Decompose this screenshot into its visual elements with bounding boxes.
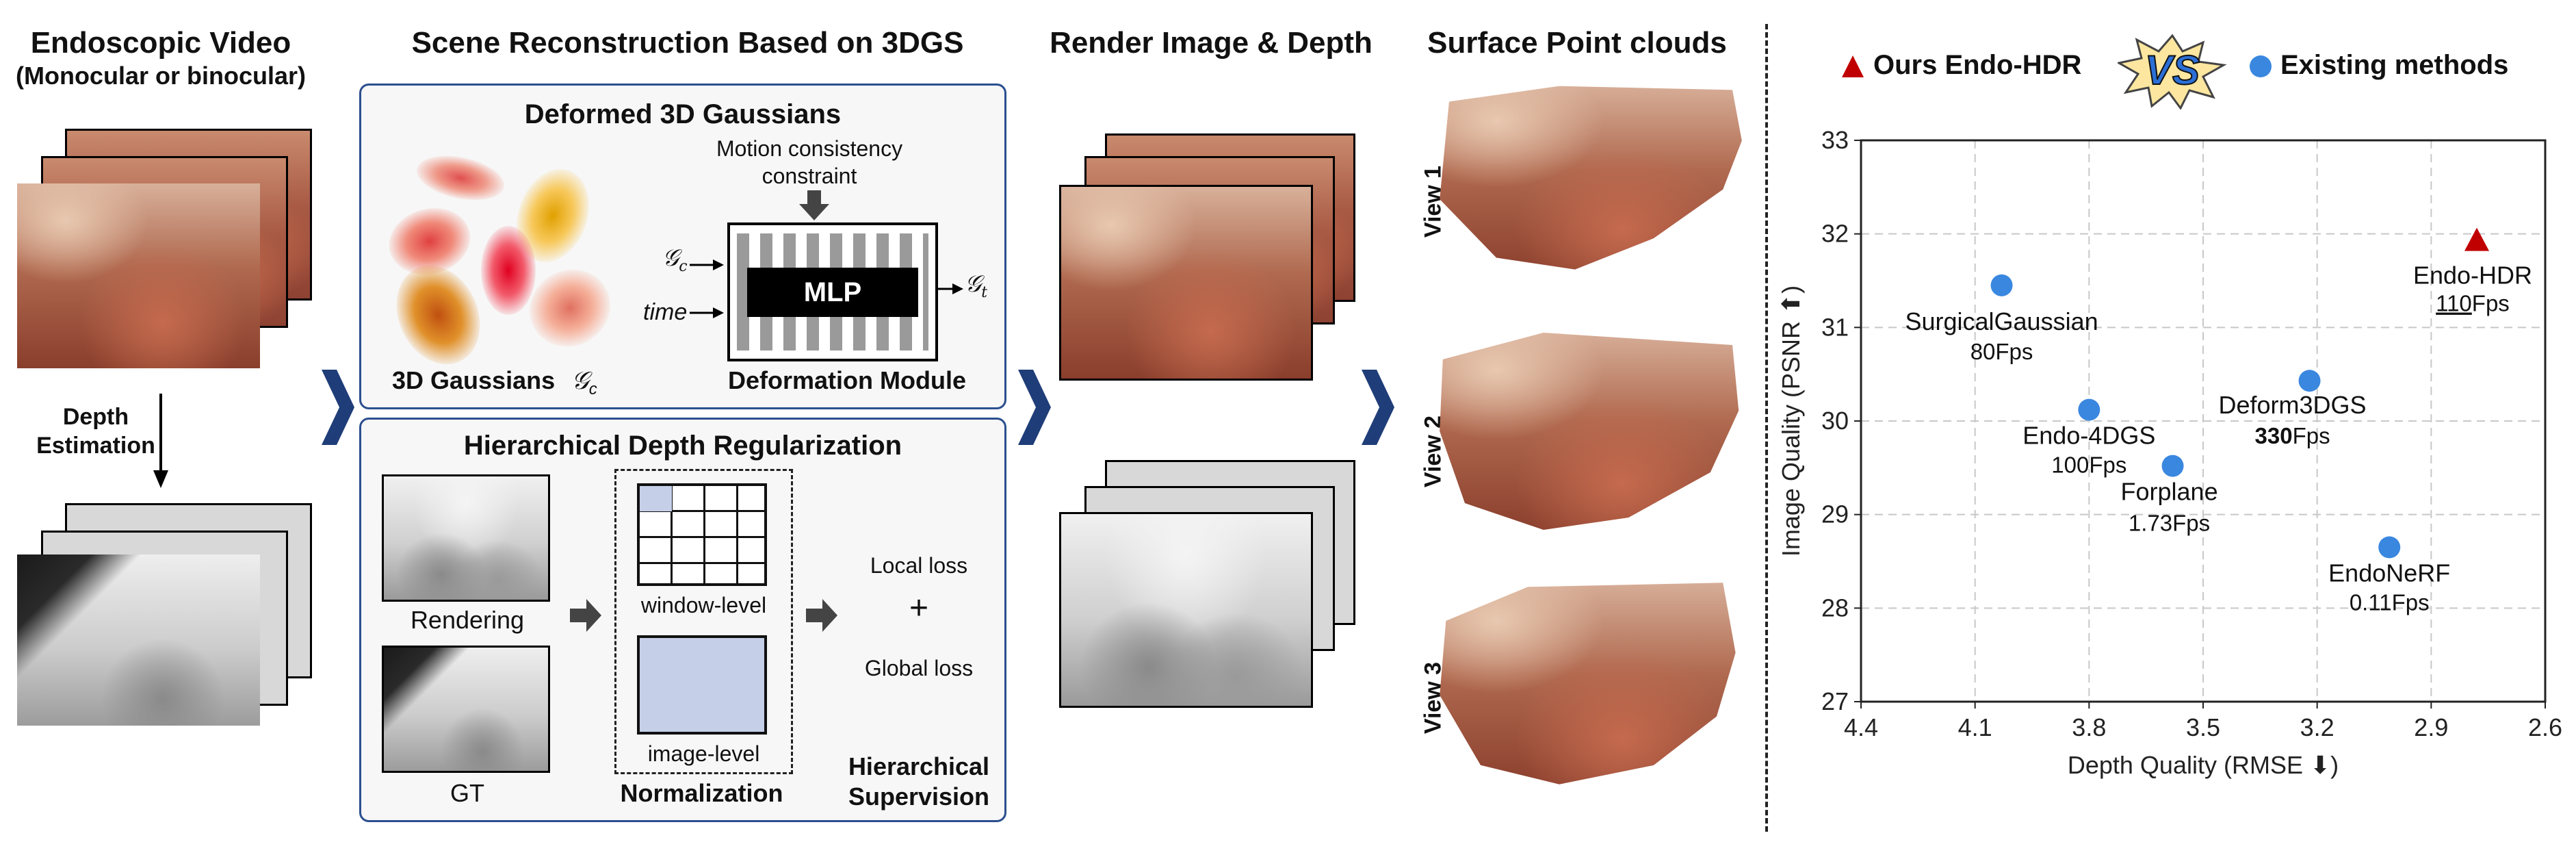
input-title: Endoscopic Video bbox=[30, 26, 291, 60]
flow-arrow-icon bbox=[1362, 370, 1394, 445]
mlp-module: MLP bbox=[727, 222, 938, 361]
normalization-label: Normalization bbox=[620, 779, 783, 807]
rendering-label: Rendering bbox=[410, 606, 525, 634]
point-fps-label: 80Fps bbox=[1970, 339, 2033, 364]
global-loss-label: Global loss bbox=[864, 656, 974, 680]
point-cloud-view-1 bbox=[1440, 86, 1742, 270]
y-tick-label: 32 bbox=[1821, 220, 1849, 248]
point-cloud-view-3 bbox=[1440, 583, 1736, 784]
constraint-arrow-icon bbox=[799, 190, 829, 220]
gaussians-caption: 3D Gaussians 𝒢c bbox=[392, 366, 597, 399]
to-supervision-arrow-icon bbox=[806, 599, 837, 632]
local-loss-label: Local loss bbox=[870, 553, 968, 578]
to-normalization-arrow-icon bbox=[570, 599, 601, 632]
depth-estimation-label: Depth Estimation bbox=[36, 404, 155, 459]
plus-sign: + bbox=[909, 590, 929, 626]
vs-text: VS bbox=[2144, 47, 2200, 94]
point-name-label: SurgicalGaussian bbox=[1905, 307, 2098, 335]
deformation-caption: Deformation Module bbox=[728, 366, 966, 394]
render-title: Render Image & Depth bbox=[1050, 26, 1372, 60]
flow-arrow-icon bbox=[1018, 370, 1051, 445]
y-axis-label: Image Quality (PSNR ⬆) bbox=[1777, 285, 1805, 557]
ours-point-marker bbox=[2464, 227, 2489, 251]
gt-label: GT bbox=[450, 779, 484, 807]
deform-panel-title: Deformed 3D Gaussians bbox=[524, 99, 842, 129]
point-name-label: Forplane bbox=[2121, 478, 2218, 506]
y-tick-label: 29 bbox=[1821, 500, 1849, 528]
gt-output-label: 𝒢t bbox=[965, 270, 988, 301]
surface-title: Surface Point clouds bbox=[1427, 26, 1727, 60]
time-input-label: time bbox=[643, 299, 688, 325]
point-name-label: Endo-HDR bbox=[2413, 261, 2532, 290]
y-tick-label: 28 bbox=[1821, 594, 1849, 622]
method-point-marker bbox=[2161, 455, 2184, 477]
method-point-marker bbox=[1990, 274, 2013, 296]
depth-frame-front bbox=[17, 554, 260, 726]
window-grid bbox=[637, 483, 767, 586]
y-tick-label: 30 bbox=[1821, 407, 1849, 435]
normalization-box: window-level image-level bbox=[614, 469, 793, 774]
legend: Ours Endo-HDR VS Existing methods bbox=[1840, 34, 2559, 113]
plot-frame bbox=[1860, 139, 2547, 703]
render-image-front bbox=[1059, 185, 1313, 381]
window-level-label: window-level bbox=[640, 593, 767, 617]
gt-depth-image bbox=[382, 646, 550, 773]
render-depth-front bbox=[1059, 512, 1313, 708]
y-tick-label: 31 bbox=[1821, 313, 1849, 341]
point-fps-label: 1.73Fps bbox=[2129, 511, 2210, 536]
input-subtitle: (Monocular or binocular) bbox=[15, 62, 306, 90]
vs-badge-icon: VS bbox=[2116, 34, 2227, 110]
point-name-label: EndoNeRF bbox=[2328, 559, 2450, 587]
method-point-marker bbox=[2078, 398, 2100, 421]
comparison-chart: 4.4 4.1 3.8 3.5 3.2 2.9 2.6 27 28 29 30 31 32 33Depth… bbox=[1777, 126, 2562, 779]
down-arrow-icon bbox=[153, 394, 168, 488]
legend-existing-label: Existing methods bbox=[2280, 50, 2509, 80]
y-tick-label: 27 bbox=[1821, 687, 1849, 715]
point-fps-label: 0.11Fps bbox=[2350, 590, 2430, 615]
x-tick-label: 3.2 bbox=[2300, 713, 2334, 741]
image-level-label: image-level bbox=[647, 741, 760, 766]
point-name-label: Endo-4DGS bbox=[2022, 422, 2155, 450]
output-arrow-icon bbox=[936, 283, 963, 294]
circle-marker-icon bbox=[2250, 55, 2272, 77]
input-arrows-icon bbox=[690, 259, 724, 318]
triangle-marker-icon bbox=[1842, 55, 1864, 77]
x-axis-label: Depth Quality (RMSE ⬇) bbox=[2068, 751, 2339, 779]
x-tick-label: 2.9 bbox=[2414, 713, 2448, 741]
rendering-depth-image bbox=[382, 474, 550, 602]
image-level-box bbox=[637, 635, 767, 735]
x-tick-label: 4.1 bbox=[1958, 713, 1992, 741]
method-point-marker bbox=[2298, 370, 2321, 392]
legend-ours-label: Ours Endo-HDR bbox=[1873, 50, 2082, 80]
depth-regularization-panel: Hierarchical Depth Regularization Render… bbox=[359, 418, 1006, 822]
video-frame-front bbox=[17, 183, 260, 368]
method-point-marker bbox=[2378, 536, 2401, 559]
point-fps-label: 110Fps bbox=[2436, 291, 2510, 316]
x-tick-label: 4.4 bbox=[1844, 713, 1878, 741]
point-fps-label: 100Fps bbox=[2051, 452, 2126, 478]
motion-constraint-label: Motion consistency constraint bbox=[716, 136, 903, 188]
x-tick-label: 2.6 bbox=[2528, 713, 2562, 741]
gc-input-label: 𝒢c bbox=[662, 244, 688, 275]
section-divider bbox=[1765, 24, 1768, 832]
x-tick-label: 3.8 bbox=[2072, 713, 2106, 741]
recon-title: Scene Reconstruction Based on 3DGS bbox=[411, 26, 964, 60]
hierarchical-supervision-label: Hierarchical Supervision bbox=[848, 752, 990, 811]
mlp-block: MLP bbox=[747, 268, 918, 317]
x-tick-label: 3.5 bbox=[2186, 713, 2220, 741]
flow-arrow-icon bbox=[322, 370, 354, 445]
point-name-label: Deform3DGS bbox=[2219, 391, 2367, 419]
point-fps-label: 330Fps bbox=[2255, 423, 2330, 448]
deformed-gaussians-panel: Deformed 3D Gaussians 3D Gaussians 𝒢c Mo… bbox=[359, 84, 1006, 409]
y-tick-label: 33 bbox=[1821, 126, 1849, 154]
depth-panel-title: Hierarchical Depth Regularization bbox=[463, 431, 902, 461]
point-cloud-view-2 bbox=[1440, 333, 1739, 530]
